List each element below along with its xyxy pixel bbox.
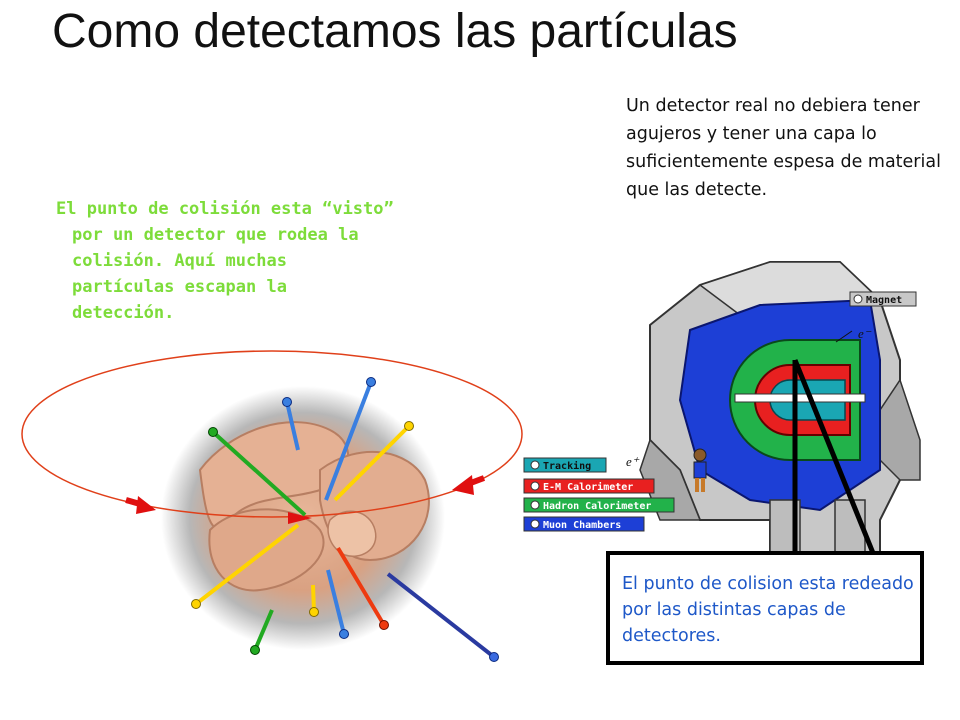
track-green-upper bbox=[211, 430, 307, 517]
legend-item-tracking: Tracking bbox=[523, 457, 607, 473]
track-green-lower bbox=[253, 609, 274, 651]
track-blue-long bbox=[324, 381, 373, 501]
electron-label-bottom: e⁺ bbox=[626, 454, 640, 469]
callout-text: El punto de colision esta redeado por la… bbox=[622, 574, 914, 646]
slide-title: Como detectamos las partículas bbox=[52, 5, 738, 58]
callout-pointer-right bbox=[792, 359, 876, 554]
callout-pointer bbox=[792, 359, 876, 554]
electron-arrow-top bbox=[835, 330, 853, 343]
track-end-red bbox=[379, 620, 389, 630]
left-text-line-5: detección. bbox=[72, 303, 175, 323]
track-end-green-upper bbox=[208, 427, 218, 437]
electron-label-top: e⁻ bbox=[858, 326, 872, 341]
right-description: Un detector real no debiera tener agujer… bbox=[626, 96, 941, 200]
magnet-tag-dot bbox=[853, 294, 863, 304]
track-end-yellow-short bbox=[309, 607, 319, 617]
legend-item-em-calorimeter: E-M Calorimeter bbox=[523, 478, 655, 494]
track-end-blue-short bbox=[282, 397, 292, 407]
left-description: El punto de colisión esta “visto” por un… bbox=[56, 196, 426, 326]
track-end-blue-lower bbox=[339, 629, 349, 639]
orbit-ellipse bbox=[21, 350, 523, 518]
arrow-right-head bbox=[452, 475, 474, 495]
legend-label-tracking: Tracking bbox=[543, 460, 591, 472]
person-figure bbox=[693, 448, 707, 492]
collision-point-marker bbox=[288, 512, 312, 524]
legend-label-hadron-calorimeter: Hadron Calorimeter bbox=[543, 500, 651, 512]
left-text-line-2: por un detector que rodea la bbox=[72, 225, 359, 245]
left-text-line-4: partículas escapan la bbox=[72, 277, 287, 297]
particle-tracks bbox=[191, 377, 499, 662]
track-end-yellow-lower bbox=[191, 599, 201, 609]
track-end-yellow-upper bbox=[404, 421, 414, 431]
callout-box: El punto de colision esta redeado por la… bbox=[606, 551, 924, 665]
magnet-label: Magnet bbox=[866, 295, 902, 306]
detector-illustration: e⁻ e⁺ Magnet bbox=[626, 261, 921, 561]
beam-arrows bbox=[125, 475, 486, 524]
legend-item-hadron-calorimeter: Hadron Calorimeter bbox=[523, 497, 675, 513]
magnet-tag bbox=[849, 291, 917, 307]
track-red bbox=[336, 546, 386, 627]
legend-item-muon-chambers: Muon Chambers bbox=[523, 516, 645, 532]
beam-pipe bbox=[734, 393, 866, 403]
track-end-green-lower bbox=[250, 645, 260, 655]
arrow-left-head bbox=[136, 496, 156, 514]
legend-label-em-calorimeter: E-M Calorimeter bbox=[543, 481, 633, 493]
detector-leg-right bbox=[834, 499, 866, 561]
track-blue-short bbox=[285, 401, 300, 451]
track-end-blue-long bbox=[366, 377, 376, 387]
detector-legend: Tracking E-M Calorimeter Hadron Calorime… bbox=[523, 457, 675, 532]
track-navy bbox=[386, 572, 496, 659]
track-yellow-lower bbox=[194, 523, 300, 606]
track-end-navy bbox=[489, 652, 499, 662]
track-yellow-upper bbox=[333, 424, 411, 502]
left-text-line-3: colisión. Aquí muchas bbox=[72, 251, 287, 271]
left-text-line-1: El punto de colisión esta “visto” bbox=[56, 199, 394, 219]
track-blue-lower bbox=[326, 569, 346, 635]
legend-label-muon-chambers: Muon Chambers bbox=[543, 520, 621, 531]
right-fingertip-shape bbox=[327, 510, 377, 557]
